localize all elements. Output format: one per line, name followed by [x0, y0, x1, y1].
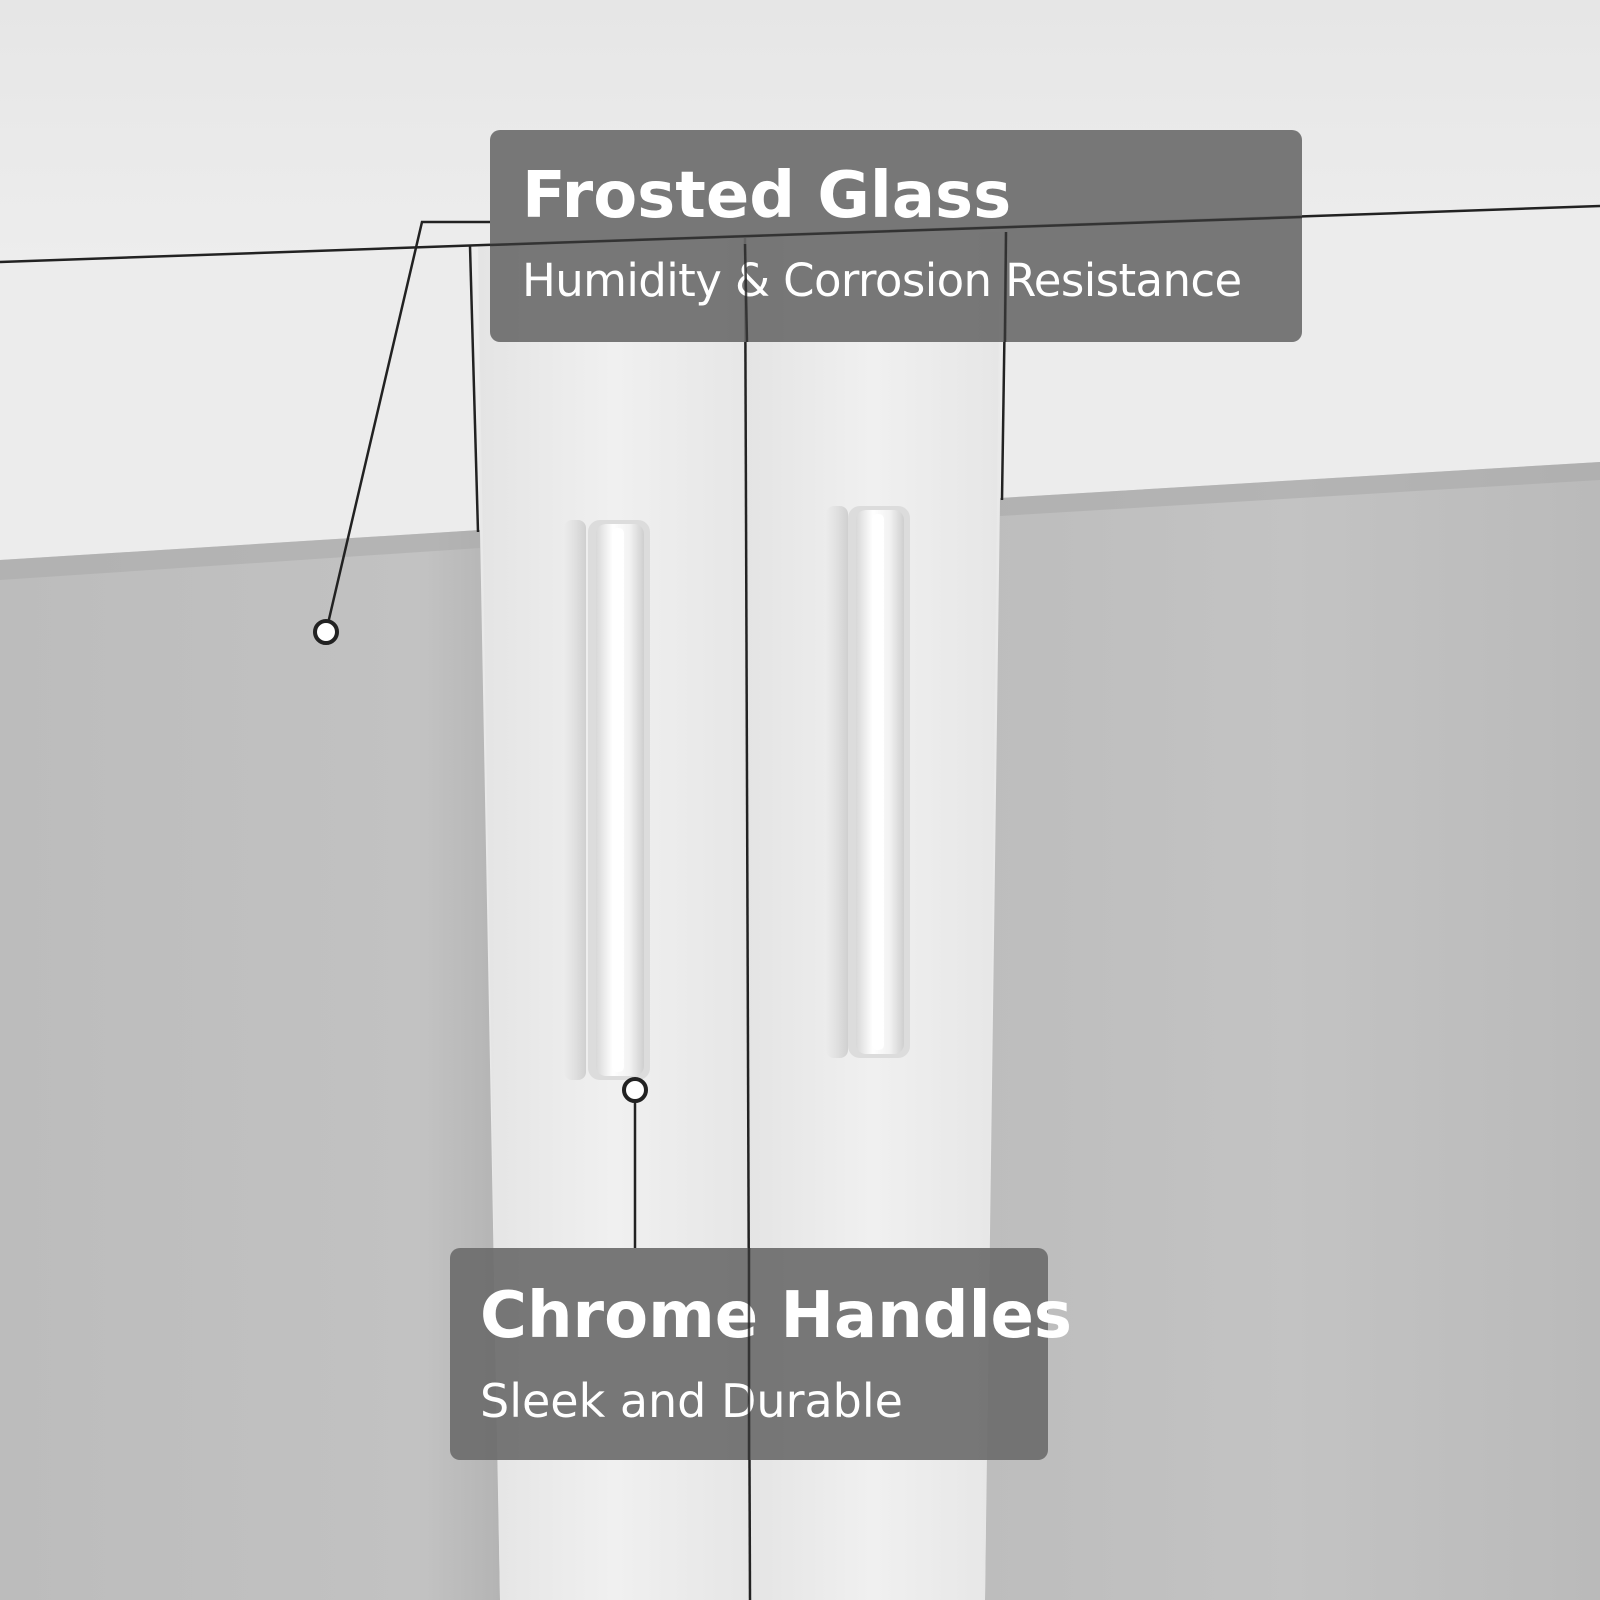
frosted-glass-subtitle: Humidity & Corrosion Resistance [522, 254, 1242, 307]
right-frosted-glass-panel [985, 462, 1600, 1600]
chrome-handles-callout: Chrome Handles Sleek and Durable [450, 1248, 1072, 1460]
left-chrome-handle [564, 520, 650, 1080]
chrome-handles-subtitle: Sleek and Durable [480, 1374, 903, 1428]
chrome-handles-title: Chrome Handles [480, 1279, 1072, 1353]
left-door-rail [0, 244, 480, 560]
frosted-glass-title: Frosted Glass [522, 159, 1012, 233]
left-frosted-glass-panel [0, 530, 500, 1600]
frosted-glass-callout: Frosted Glass Humidity & Corrosion Resis… [490, 130, 1302, 342]
right-chrome-handle [826, 506, 910, 1058]
